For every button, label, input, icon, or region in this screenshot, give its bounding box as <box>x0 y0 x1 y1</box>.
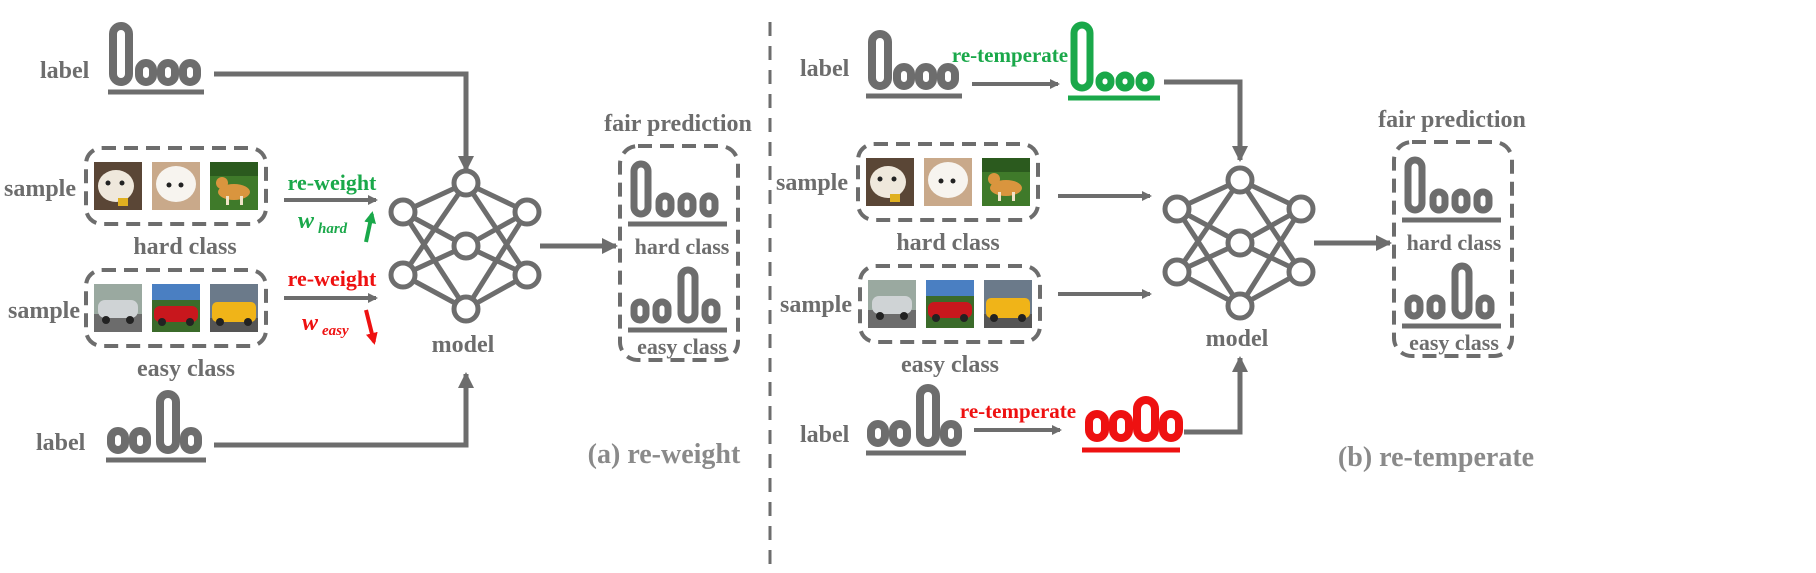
hard-sample-images <box>866 158 1030 206</box>
model-label: model <box>432 332 495 358</box>
pred-easy-histogram <box>1404 262 1495 320</box>
easy-class-sample-box <box>858 264 1042 344</box>
w-easy-down-arrow <box>364 309 378 345</box>
pred-easy-label: easy class <box>637 334 727 359</box>
easy-sample-label: sample <box>780 292 852 318</box>
hard-sample-label: sample <box>4 176 76 202</box>
retemp-bottom-text: re-temperate <box>960 399 1076 423</box>
pred-hard-histogram <box>630 160 719 218</box>
corgi-on-grass-photo <box>210 162 258 210</box>
white-dog-photo <box>924 158 972 206</box>
red-vintage-car-photo <box>926 280 974 328</box>
top-label-histogram <box>868 30 959 90</box>
neural-network-model <box>388 168 542 324</box>
top-retemp-histogram <box>1070 21 1155 92</box>
yellow-taxi-photo <box>210 284 258 332</box>
top-retemp-to-model-arrow <box>1164 79 1248 162</box>
pred-hard-histogram <box>1404 156 1493 214</box>
w-easy-base: w <box>302 310 319 336</box>
easy-sample-images <box>868 280 1032 328</box>
panel-re-weight: label sample <box>4 22 752 470</box>
white-dog-photo <box>152 162 200 210</box>
top-label-text: label <box>40 58 90 84</box>
w-easy-sub: easy <box>322 323 349 339</box>
pred-easy-label: easy class <box>1409 330 1499 355</box>
panel-re-temperate: label re-temperate sample <box>776 21 1534 473</box>
red-vintage-car-photo <box>152 284 200 332</box>
top-label-text: label <box>800 56 850 82</box>
yellow-taxi-photo <box>984 280 1032 328</box>
dog-puppy-photo <box>866 158 914 206</box>
bottom-retemp-histogram <box>1085 396 1183 442</box>
bottom-label-histogram <box>867 384 962 447</box>
easy-class-label: easy class <box>137 356 235 382</box>
hard-sample-images <box>94 162 258 210</box>
w-hard-up-arrow <box>364 211 376 243</box>
retemp-top-text: re-temperate <box>952 43 1068 67</box>
silver-car-photo <box>868 280 916 328</box>
hard-class-label: hard class <box>896 230 999 256</box>
bottom-label-text: label <box>800 422 850 448</box>
easy-class-label: easy class <box>901 352 999 378</box>
fair-prediction-title: fair prediction <box>1378 107 1526 133</box>
top-label-histogram <box>109 22 201 86</box>
panel-a-caption: (a) re-weight <box>588 439 741 470</box>
easy-class-sample-box <box>84 268 268 348</box>
hard-class-sample-box <box>856 142 1040 222</box>
model-label: model <box>1206 326 1269 352</box>
fair-prediction-title: fair prediction <box>604 111 752 137</box>
fair-prediction-box <box>618 144 740 362</box>
pred-hard-label: hard class <box>1407 230 1502 255</box>
easy-sample-images <box>94 284 258 332</box>
silver-car-photo <box>94 284 142 332</box>
w-hard-sub: hard <box>318 221 348 237</box>
corgi-on-grass-photo <box>982 158 1030 206</box>
reweight-easy-text: re-weight <box>288 266 377 291</box>
hard-sample-label: sample <box>776 170 848 196</box>
bottom-label-text: label <box>36 430 86 456</box>
fair-prediction-box <box>1392 140 1514 358</box>
top-label-arrow <box>214 71 474 172</box>
pred-easy-histogram <box>630 266 721 324</box>
reweight-hard-text: re-weight <box>288 170 377 195</box>
hard-class-sample-box <box>84 146 268 226</box>
pred-hard-label: hard class <box>635 234 730 259</box>
hard-class-label: hard class <box>133 234 236 260</box>
dog-puppy-photo <box>94 162 142 210</box>
panel-b-caption: (b) re-temperate <box>1338 442 1534 473</box>
easy-sample-label: sample <box>8 298 80 324</box>
w-hard-base: w <box>298 208 315 234</box>
bottom-label-arrow <box>214 372 474 448</box>
bottom-retemp-to-model-arrow <box>1184 356 1248 435</box>
bottom-label-histogram <box>107 390 202 454</box>
neural-network-model <box>1162 165 1316 321</box>
